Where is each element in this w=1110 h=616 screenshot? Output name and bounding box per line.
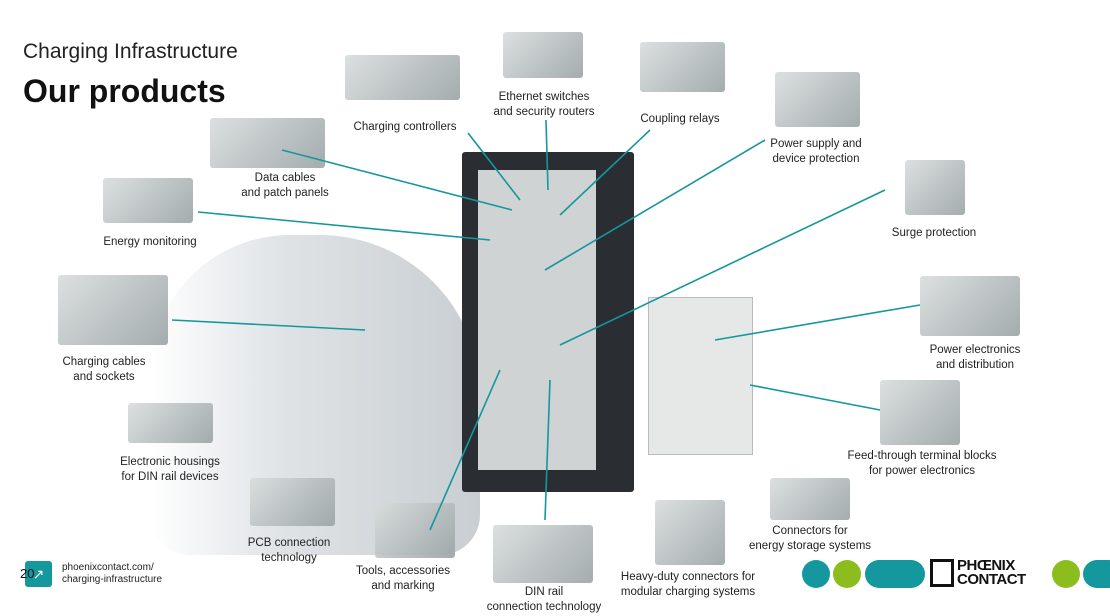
line-charging-cables — [171, 319, 366, 331]
label-line: connection technology — [486, 601, 602, 613]
label-line: technology — [261, 552, 317, 564]
line-tools — [429, 369, 501, 531]
line-dinrail — [544, 379, 551, 521]
label-data-cables: Data cables and patch panels — [241, 171, 329, 201]
label-line: and security routers — [493, 106, 595, 118]
label-energy-monitoring: Energy monitoring — [103, 236, 197, 248]
brand-dot — [802, 560, 830, 588]
line-data-cables — [281, 149, 513, 211]
label-heavy-duty: Heavy-duty connectors for modular chargin… — [621, 570, 755, 600]
label-line: Feed-through terminal blocks — [847, 450, 997, 462]
line-charging-controllers — [467, 132, 521, 201]
power-supply-image — [775, 72, 860, 127]
dinrail-image — [493, 525, 593, 583]
line-feedthrough — [749, 384, 881, 411]
label-connectors: Connectors for energy storage systems — [749, 524, 871, 554]
coupling-relays-image — [640, 42, 725, 92]
line-energy-monitoring — [197, 211, 491, 241]
label-power-supply: Power supply and device protection — [770, 137, 861, 167]
power-electronics-image — [920, 276, 1020, 336]
label-line: for power electronics — [868, 465, 976, 477]
label-line: Charging cables — [62, 356, 146, 368]
label-line: modular charging systems — [620, 586, 756, 598]
label-line: Connectors for — [772, 525, 848, 537]
label-line: PCB connection — [247, 537, 331, 549]
label-line: energy storage systems — [748, 540, 872, 552]
label-line: Heavy-duty connectors for — [620, 571, 756, 583]
label-line: and sockets — [73, 371, 135, 383]
external-link-icon[interactable]: ↗ — [25, 561, 52, 587]
label-surge-protection: Surge protection — [891, 227, 977, 239]
power-cabinet-image — [648, 297, 753, 455]
ethernet-switches-image — [503, 32, 583, 78]
label-line: Ethernet switches — [498, 91, 590, 103]
line-power-supply — [544, 139, 766, 271]
url-line: phoenixcontact.com/ — [62, 562, 154, 573]
label-line: and patch panels — [241, 187, 329, 199]
label-line: device protection — [772, 153, 860, 165]
label-charging-cables: Charging cables and sockets — [62, 355, 145, 385]
pcb-connection-image — [250, 478, 335, 526]
label-housings: Electronic housings for DIN rail devices — [120, 455, 220, 485]
connectors-image — [770, 478, 850, 520]
heavy-duty-connectors-image — [655, 500, 725, 565]
logo-mark — [930, 559, 954, 587]
label-feedthrough: Feed-through terminal blocks for power el… — [848, 449, 997, 479]
label-charging-controllers: Charging controllers — [353, 121, 457, 133]
label-line: and distribution — [935, 359, 1014, 371]
logo-line: PHŒNIX — [957, 557, 1015, 574]
charging-controllers-image — [345, 55, 460, 100]
label-pcb: PCB connection technology — [248, 536, 330, 566]
label-power-electronics: Power electronics and distribution — [930, 343, 1021, 373]
label-line: Data cables — [254, 172, 316, 184]
label-line: and marking — [371, 580, 435, 592]
label-line: for DIN rail devices — [121, 471, 219, 483]
slide-subtitle: Charging Infrastructure — [23, 40, 238, 63]
brand-pill — [1083, 560, 1110, 588]
charging-station-interior — [478, 170, 596, 470]
brand-pill — [865, 560, 925, 588]
line-coupling-relays — [559, 129, 651, 216]
data-cables-image — [210, 118, 325, 168]
url-line: charging-infrastructure — [62, 574, 163, 585]
logo-line: CONTACT — [957, 571, 1026, 588]
label-line: DIN rail — [524, 586, 564, 598]
label-line: Power supply and — [770, 138, 862, 150]
label-dinrail: DIN rail connection technology — [487, 585, 601, 615]
label-tools: Tools, accessories and marking — [356, 564, 450, 594]
line-power-electronics — [714, 304, 921, 341]
label-line: Tools, accessories — [356, 565, 450, 577]
page-number: 20 — [20, 566, 35, 581]
label-line: Power electronics — [929, 344, 1021, 356]
charging-cables-image — [58, 275, 168, 345]
energy-monitoring-image — [103, 178, 193, 223]
electronic-housings-image — [128, 403, 213, 443]
line-ethernet — [545, 119, 549, 191]
label-coupling-relays: Coupling relays — [640, 113, 720, 125]
label-line: Electronic housings — [120, 456, 220, 468]
line-surge-protection — [559, 189, 886, 346]
footer-link[interactable]: phoenixcontact.com/charging-infrastructu… — [62, 562, 162, 586]
feedthrough-blocks-image — [880, 380, 960, 445]
surge-protection-image — [905, 160, 965, 215]
label-ethernet: Ethernet switches and security routers — [494, 90, 595, 120]
brand-dot — [1052, 560, 1080, 588]
slide-title: Our products — [23, 73, 226, 109]
tools-image — [375, 503, 455, 558]
brand-dot — [833, 560, 861, 588]
